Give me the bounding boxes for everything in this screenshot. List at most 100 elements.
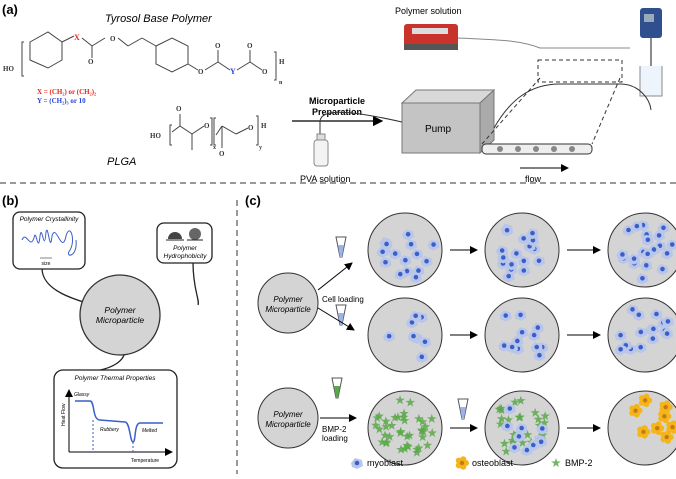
myoblast-cell bbox=[515, 423, 528, 435]
dsc-curve bbox=[75, 400, 163, 443]
bmp2-star bbox=[496, 405, 507, 415]
flow-channel bbox=[481, 59, 652, 155]
bmp2-star bbox=[398, 412, 409, 422]
bmp2-star bbox=[384, 431, 395, 441]
rubbery-label: Rubbery bbox=[100, 427, 119, 433]
crystallinity-box: Polymer Crystallinity size bbox=[12, 211, 86, 270]
polymer-chain-icon bbox=[21, 229, 77, 256]
myoblast-cell bbox=[517, 265, 530, 277]
bmp2-star bbox=[540, 411, 550, 421]
myoblast-cell bbox=[501, 420, 514, 432]
thermal-label: Polymer Thermal Properties bbox=[75, 375, 157, 382]
svg-text:O: O bbox=[176, 105, 182, 113]
myoblast-cell bbox=[418, 336, 431, 348]
myoblast-cell bbox=[630, 221, 643, 233]
culture-particle bbox=[367, 212, 443, 288]
legend-myoblast-icon bbox=[351, 458, 363, 469]
myoblast-cell bbox=[502, 271, 515, 283]
pva-bottle-icon bbox=[313, 133, 329, 167]
svg-text:O: O bbox=[88, 58, 94, 66]
legend-osteoblast: osteoblast bbox=[472, 458, 514, 468]
bmp2-star bbox=[418, 426, 429, 436]
melted-label: Melted bbox=[142, 428, 157, 434]
myoblast-cell bbox=[536, 423, 549, 435]
heat-flow-label: Heat Flow bbox=[61, 403, 67, 426]
bmp2-star bbox=[374, 424, 385, 434]
polymer-title: Tyrosol Base Polymer bbox=[105, 13, 213, 25]
svg-text:H: H bbox=[279, 58, 285, 66]
plga-structure bbox=[169, 114, 259, 150]
myoblast-cell bbox=[517, 233, 530, 245]
glassy-label: Glassy bbox=[74, 392, 90, 398]
particle-label-2: Microparticle bbox=[265, 305, 311, 314]
legend-bmp2: BMP-2 bbox=[565, 458, 593, 468]
myoblast-cell bbox=[516, 327, 529, 339]
myoblast-cell bbox=[628, 253, 641, 265]
myoblast-cell bbox=[394, 269, 407, 281]
myoblast-cell bbox=[410, 248, 423, 260]
bmp2-star bbox=[509, 429, 519, 439]
myoblast-cell bbox=[508, 442, 521, 454]
svg-text:O: O bbox=[247, 42, 253, 50]
myoblast-cell bbox=[520, 445, 533, 457]
svg-text:x: x bbox=[213, 145, 216, 151]
myoblast-cell bbox=[530, 342, 543, 354]
myoblast-cell bbox=[535, 436, 548, 448]
overhead-stirrer-icon bbox=[639, 8, 663, 97]
svg-text:n: n bbox=[279, 80, 283, 86]
pipette-tube-icon bbox=[331, 377, 343, 399]
culture-particle bbox=[607, 212, 676, 288]
bmp-loading-label-1: BMP-2 bbox=[322, 425, 347, 434]
osteoblast-cell bbox=[666, 420, 676, 434]
legend-bmp2-icon bbox=[551, 458, 561, 468]
svg-text:O: O bbox=[219, 150, 225, 158]
culture-particle bbox=[484, 297, 560, 373]
particle-bmp-loading bbox=[257, 387, 319, 449]
myoblast-cell bbox=[420, 256, 433, 268]
pva-solution-label: PVA solution bbox=[300, 174, 350, 184]
bmp2-star bbox=[517, 437, 528, 447]
myoblast-cell bbox=[402, 229, 415, 241]
myoblast-cell bbox=[653, 230, 666, 242]
bmp2-star bbox=[412, 447, 422, 457]
bmp2-star bbox=[390, 412, 400, 422]
bmp2-star bbox=[417, 432, 428, 442]
bmp2-star bbox=[503, 414, 514, 424]
particle-dots bbox=[497, 146, 575, 152]
center-label-1: Polymer bbox=[104, 305, 136, 315]
step-label-1: Microparticle bbox=[309, 96, 365, 106]
bmp-loading-label-2: loading bbox=[322, 434, 348, 443]
bmp2-star bbox=[414, 413, 424, 423]
particle-cell-loading bbox=[257, 272, 319, 334]
bmp2-star bbox=[510, 397, 520, 407]
myoblast-cell bbox=[383, 331, 396, 343]
myoblast-cell bbox=[499, 310, 512, 322]
bmp2-star bbox=[417, 416, 428, 426]
bmp2-star bbox=[501, 446, 511, 456]
myoblast-cell bbox=[512, 431, 525, 443]
hydrophobicity-label-1: Polymer bbox=[173, 245, 198, 252]
thermal-box: Polymer Thermal Properties Glassy Rubber… bbox=[53, 369, 178, 469]
bmp2-star bbox=[396, 444, 406, 454]
bmp2-star bbox=[422, 440, 433, 450]
y-atom: Y bbox=[230, 67, 236, 76]
plga-label: PLGA bbox=[107, 156, 136, 168]
myoblast-cell bbox=[517, 255, 530, 267]
polymer-solution-label: Polymer solution bbox=[395, 6, 462, 16]
bmp2-star bbox=[381, 437, 392, 447]
myoblast-cell bbox=[501, 225, 514, 237]
myoblast-cell bbox=[497, 252, 510, 264]
culture-particle bbox=[367, 297, 443, 373]
bmp2-star bbox=[381, 416, 391, 426]
myoblast-cell bbox=[506, 342, 519, 354]
particle-label-1b: Polymer bbox=[273, 410, 303, 419]
pipette-tube-icon bbox=[457, 398, 469, 420]
size-label: size bbox=[42, 261, 51, 267]
bmp2-star bbox=[427, 428, 437, 438]
osteoblast-cell bbox=[637, 425, 651, 439]
hydrophobicity-box: Polymer Hydrophobicity bbox=[156, 222, 213, 264]
bmp2-star bbox=[414, 443, 424, 453]
myoblast-cell bbox=[510, 248, 523, 260]
